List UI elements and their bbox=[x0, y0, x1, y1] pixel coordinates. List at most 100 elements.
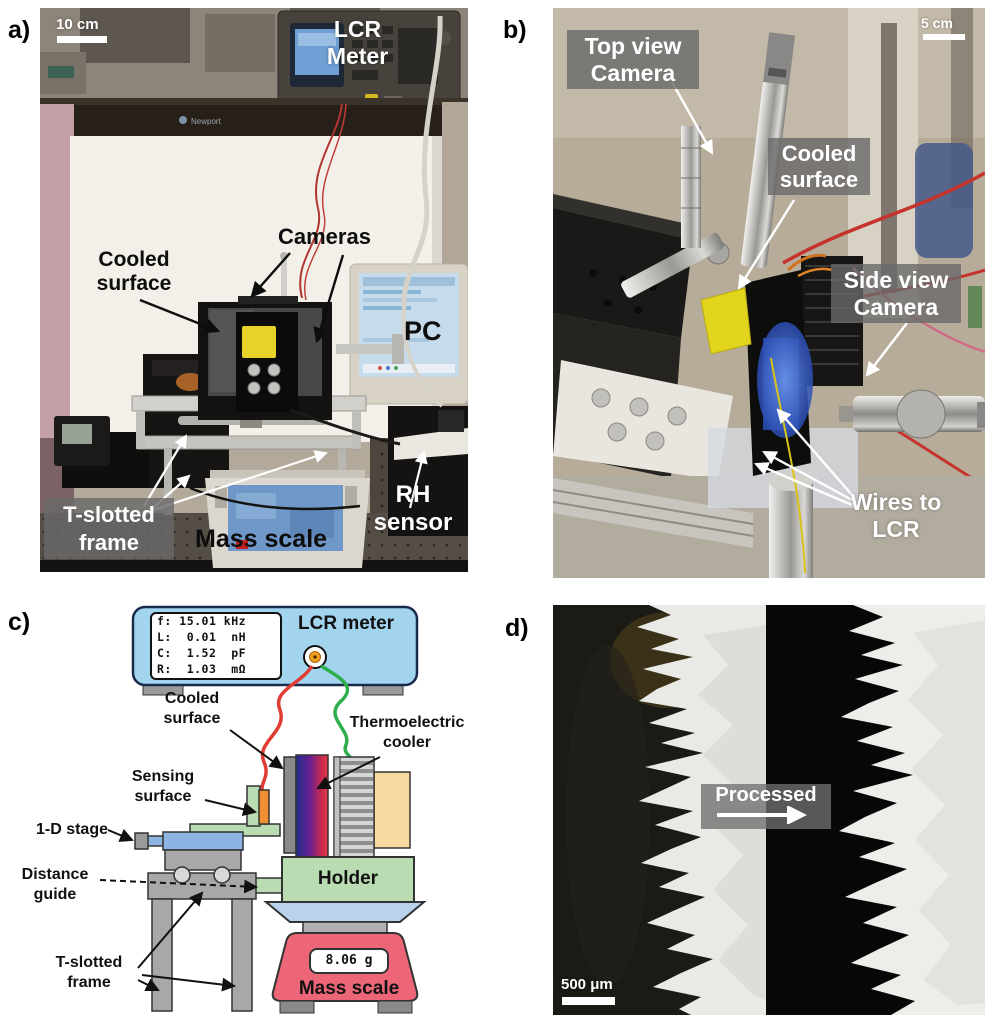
tec-gradient-plate bbox=[295, 754, 329, 859]
distance-guide-arrow bbox=[99, 879, 259, 894]
scale-bar-d bbox=[562, 997, 615, 1005]
side-view-camera-arrow bbox=[865, 322, 908, 377]
holder-box bbox=[281, 856, 415, 903]
yellow-wire bbox=[770, 357, 806, 574]
panel-c-schematic bbox=[99, 605, 427, 1014]
panel-c-arrows bbox=[99, 729, 381, 992]
sensing-surface-arrow bbox=[204, 799, 258, 817]
label-cooled-surface-a: Cooled surface bbox=[96, 248, 172, 296]
one-d-stage-rect bbox=[162, 831, 244, 851]
lcr-display-text: f: 15.01 kHz L: 0.01 nH C: 1.52 pF R: 1.… bbox=[157, 613, 246, 677]
rh-sensor-box bbox=[388, 406, 468, 536]
label-wires-to-lcr: Wires to LCR bbox=[850, 489, 942, 542]
cooled-surface-arrow bbox=[139, 298, 221, 334]
label-lcr-meter-c: LCR meter bbox=[298, 613, 395, 634]
yellow-sticker bbox=[242, 326, 276, 358]
white-breadboard bbox=[553, 360, 733, 480]
stage-knob bbox=[134, 832, 149, 850]
green-wire-schematic bbox=[320, 664, 352, 759]
sensing-surface-rect bbox=[258, 789, 270, 825]
one-d-stage-arrow bbox=[107, 828, 134, 842]
label-cooled-surface-c: Cooled surface bbox=[163, 690, 221, 727]
schematic-lcr-meter bbox=[131, 605, 419, 696]
t-slotted-arrow-1 bbox=[143, 434, 188, 507]
t-slotted-arrow-3 bbox=[149, 450, 328, 513]
cooled-surface-arrow-b bbox=[737, 199, 796, 290]
cooled-surface-chamber bbox=[198, 296, 332, 420]
side-view-camera-cylinder bbox=[839, 389, 985, 439]
t-slotted-arrow-c1 bbox=[137, 891, 204, 969]
scale-bar-label-d: 500 μm bbox=[561, 976, 613, 993]
panel-d-letter: d) bbox=[505, 614, 529, 642]
pink-wall bbox=[40, 104, 74, 450]
sensing-bracket bbox=[246, 785, 261, 827]
table-top bbox=[147, 872, 257, 900]
label-mass-scale-c: Mass scale bbox=[298, 978, 400, 999]
shelf-beam: Newport bbox=[40, 98, 468, 138]
panel-d-photo: Processed 500 μm bbox=[553, 605, 985, 1015]
frost-right-shading bbox=[908, 620, 985, 1005]
panel-a-arrows bbox=[139, 252, 428, 517]
label-cameras: Cameras bbox=[278, 224, 371, 249]
cooled-surface-plate bbox=[283, 756, 297, 854]
label-lcr-meter-a: LCR Meter bbox=[326, 16, 389, 69]
wires bbox=[189, 15, 444, 511]
panel-a-letter: a) bbox=[8, 16, 31, 44]
lcr-display-line-l: L: 0.01 nH bbox=[157, 630, 247, 644]
black-stage bbox=[553, 194, 693, 478]
newport-logo-mark bbox=[179, 116, 187, 124]
label-t-slotted-frame-c: T-slotted frame bbox=[55, 954, 123, 991]
scale-bar-label-a: 10 cm bbox=[56, 16, 99, 33]
rh-sensor-arrow bbox=[408, 450, 428, 509]
blue-glow bbox=[757, 322, 813, 438]
panel-c-letter: c) bbox=[8, 608, 31, 636]
red-wire-schematic bbox=[260, 664, 314, 791]
holder-and-scale bbox=[254, 856, 427, 1014]
processed-annotation: Processed bbox=[701, 784, 831, 829]
bottom-post bbox=[769, 473, 813, 578]
label-pc: PC bbox=[404, 316, 442, 346]
label-distance-guide: Distance guide bbox=[21, 866, 89, 903]
label-sensing-surface: Sensing surface bbox=[131, 768, 195, 805]
top-view-camera-arrow bbox=[670, 81, 714, 155]
lcr-meter-instrument bbox=[277, 10, 461, 124]
mass-scale-display bbox=[309, 948, 389, 974]
t-slotted-arrow-c3 bbox=[141, 974, 237, 992]
lcr-display-screen bbox=[150, 612, 282, 680]
label-cooled-surface-b: Cooled surface bbox=[768, 138, 870, 196]
label-processed: Processed bbox=[715, 784, 817, 806]
blue-background-blob bbox=[915, 143, 973, 258]
panel-a-photo: Newport bbox=[40, 8, 468, 572]
wires-arrow-3 bbox=[754, 462, 853, 507]
scale-bar-b bbox=[923, 34, 965, 40]
panel-b-photo: 5 cm Top view Camera Cooled surface Side… bbox=[553, 8, 985, 578]
mass-scale-device bbox=[205, 470, 370, 568]
heatsink bbox=[333, 756, 375, 858]
panel-b-letter: b) bbox=[503, 16, 527, 44]
label-holder: Holder bbox=[317, 868, 379, 889]
scale-bar-label-b: 5 cm bbox=[921, 15, 953, 31]
beam-logo-text: Newport bbox=[191, 117, 222, 126]
scale-bar-a bbox=[57, 36, 107, 43]
kapton-tape bbox=[700, 287, 752, 355]
thermoelectric-assembly bbox=[283, 754, 411, 859]
lcr-display-line-f: f: 15.01 kHz bbox=[157, 614, 247, 628]
dish bbox=[263, 901, 427, 923]
label-one-d-stage: 1-D stage bbox=[35, 821, 108, 838]
mass-scale-reading: 8.06 g bbox=[325, 953, 373, 968]
copper-coil bbox=[176, 373, 204, 391]
tec-fan-block bbox=[373, 771, 411, 849]
camera-posts bbox=[280, 252, 404, 364]
label-thermoelectric-cooler: Thermoelectric cooler bbox=[349, 714, 465, 751]
t-slotted-arrow-c2 bbox=[137, 978, 160, 991]
cameras-arrow-left bbox=[250, 252, 291, 298]
cameras-arrow-right bbox=[313, 254, 345, 344]
wires-arrow-1 bbox=[776, 408, 853, 496]
lcr-display-line-c: C: 1.52 pF bbox=[157, 646, 247, 660]
cooled-surface-arrow-c bbox=[229, 729, 284, 770]
pc-monitor bbox=[349, 263, 468, 405]
panel-a-illustration: Newport bbox=[40, 8, 468, 572]
panel-b-arrows bbox=[670, 81, 908, 507]
label-rh-sensor: RH sensor bbox=[373, 481, 453, 536]
